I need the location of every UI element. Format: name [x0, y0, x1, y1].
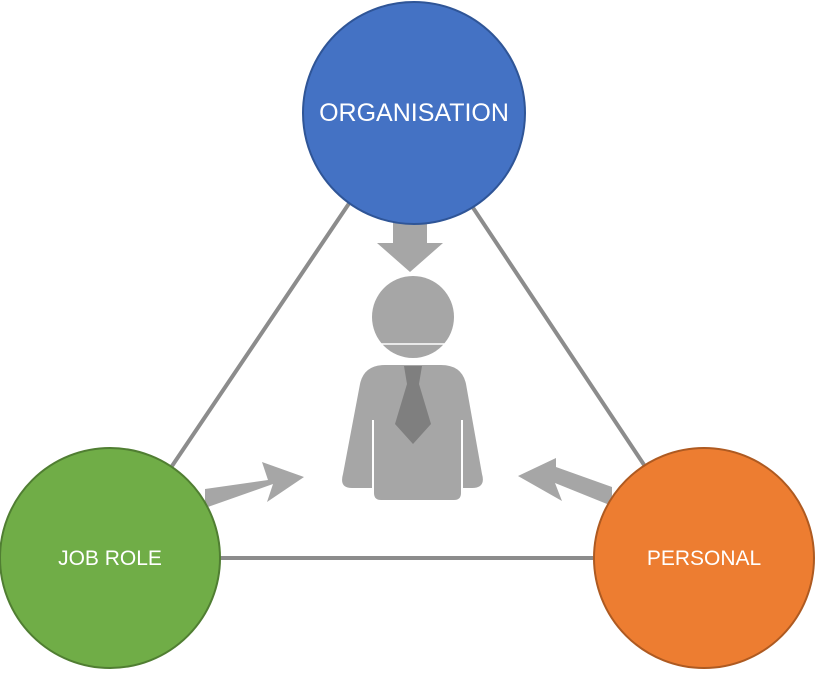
arrow-from-personal: [518, 458, 612, 506]
organisation-circle: [302, 1, 526, 225]
node-personal: PERSONAL: [593, 447, 815, 669]
person-head: [372, 276, 454, 358]
node-organisation: ORGANISATION: [302, 1, 526, 225]
connector-triangle: [106, 109, 710, 560]
person-with-tie-icon: [342, 276, 483, 500]
arrow-from-organisation: [377, 222, 443, 272]
job-role-label: JOB ROLE: [58, 547, 162, 570]
node-job-role: JOB ROLE: [0, 447, 221, 669]
tie-icon: [395, 366, 431, 444]
job-role-circle: [0, 447, 221, 669]
personal-label: PERSONAL: [647, 547, 761, 570]
personal-circle: [593, 447, 815, 669]
arrow-from-job-role: [205, 462, 304, 508]
organisation-label: ORGANISATION: [319, 99, 509, 127]
